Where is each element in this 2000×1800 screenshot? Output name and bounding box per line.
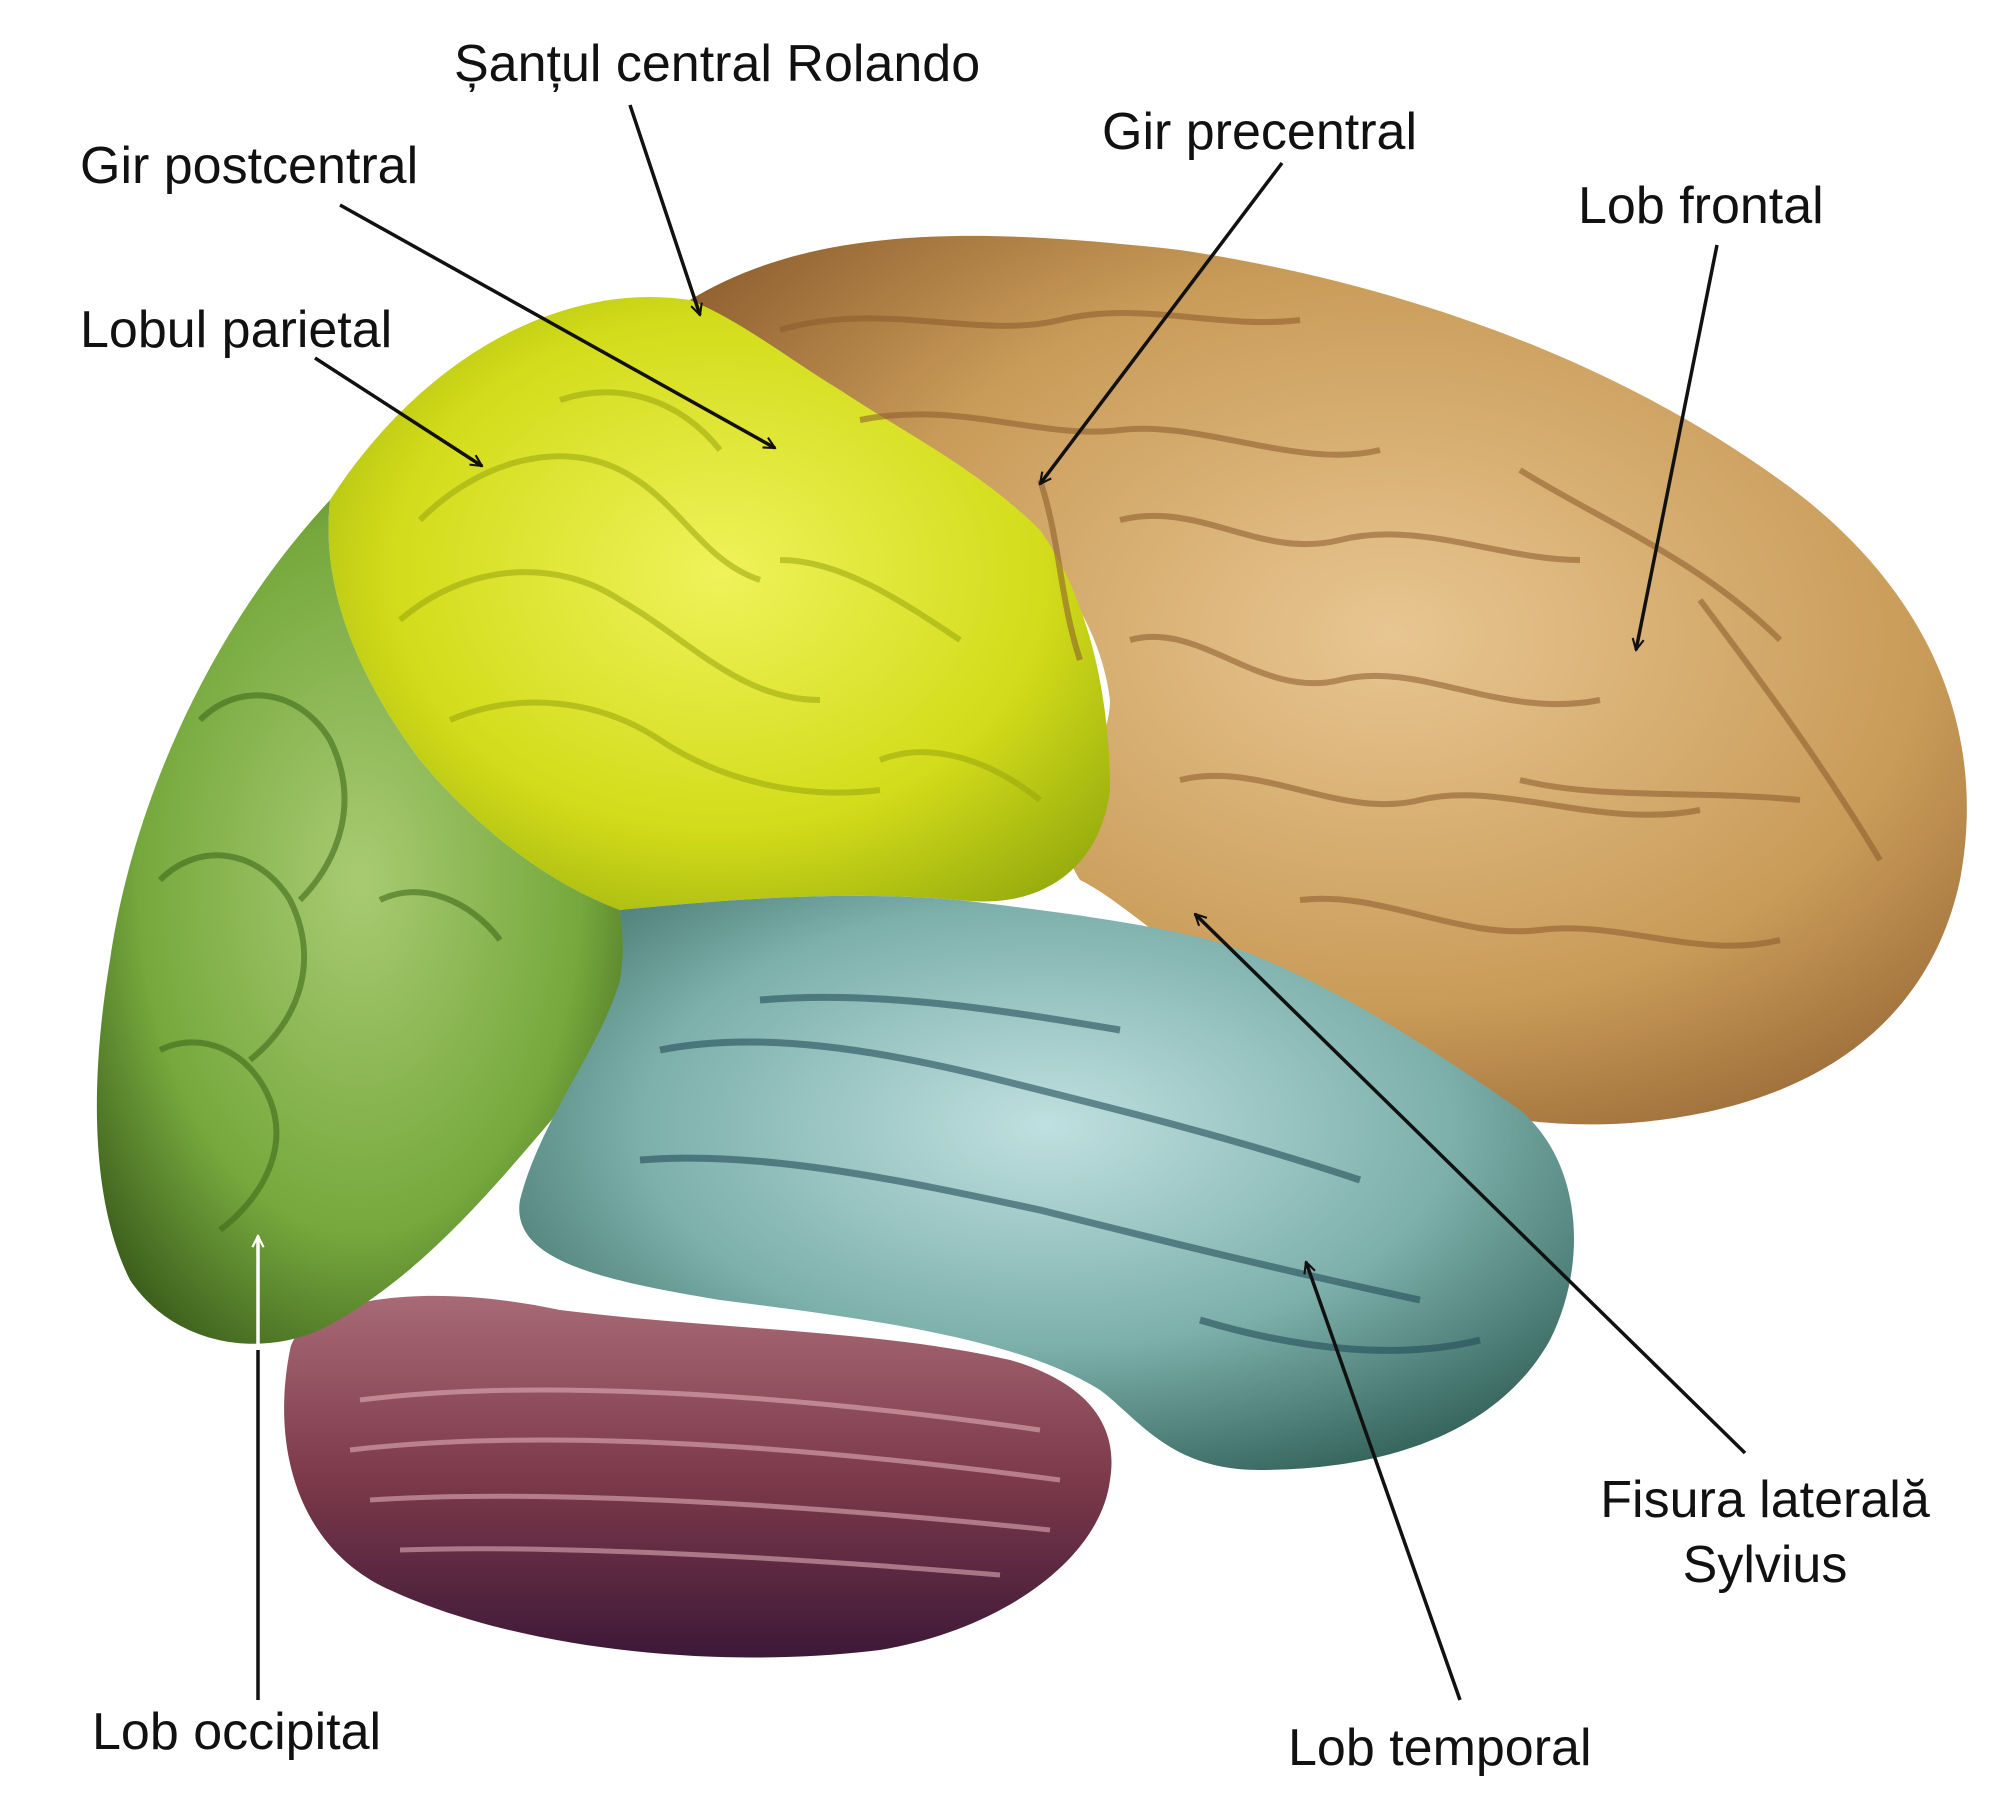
label-lobul-parietal: Lobul parietal <box>80 301 393 359</box>
label-fisura-laterala-line1: Fisura laterală <box>1600 1471 1930 1529</box>
label-lob-temporal: Lob temporal <box>1288 1719 1592 1777</box>
label-santul-central: Șanțul central Rolando <box>454 35 981 93</box>
arrow-lobul-parietal <box>314 356 482 468</box>
frontal-gyri <box>779 309 1883 949</box>
cerebellum-folia <box>349 1387 1061 1578</box>
arrow-lob-frontal <box>1636 244 1719 650</box>
label-gir-postcentral: Gir postcentral <box>80 137 419 195</box>
cerebellum <box>284 1295 1112 1658</box>
parietal-lobe <box>328 296 1110 910</box>
arrow-gir-precentral <box>1040 161 1284 484</box>
occipital-lobe <box>96 500 624 1344</box>
occipital-gyri <box>157 692 503 1233</box>
arrow-fisura-laterala <box>1195 914 1747 1455</box>
label-fisura-laterala-line2: Sylvius <box>1682 1536 1848 1594</box>
arrow-santul-central <box>628 104 700 315</box>
temporal-lobe <box>519 895 1575 1470</box>
label-gir-precentral: Gir precentral <box>1102 103 1417 161</box>
label-lob-occipital: Lob occipital <box>92 1703 382 1761</box>
label-lob-frontal: Lob frontal <box>1578 177 1824 235</box>
label-fisura-laterala: Fisura laterală Sylvius <box>1575 1468 1955 1598</box>
arrow-gir-postcentral <box>339 203 775 450</box>
parietal-gyri <box>398 389 1042 803</box>
temporal-gyri <box>639 993 1481 1354</box>
pointer-arrows <box>314 104 1747 1701</box>
arrow-lob-temporal <box>1306 1262 1462 1701</box>
